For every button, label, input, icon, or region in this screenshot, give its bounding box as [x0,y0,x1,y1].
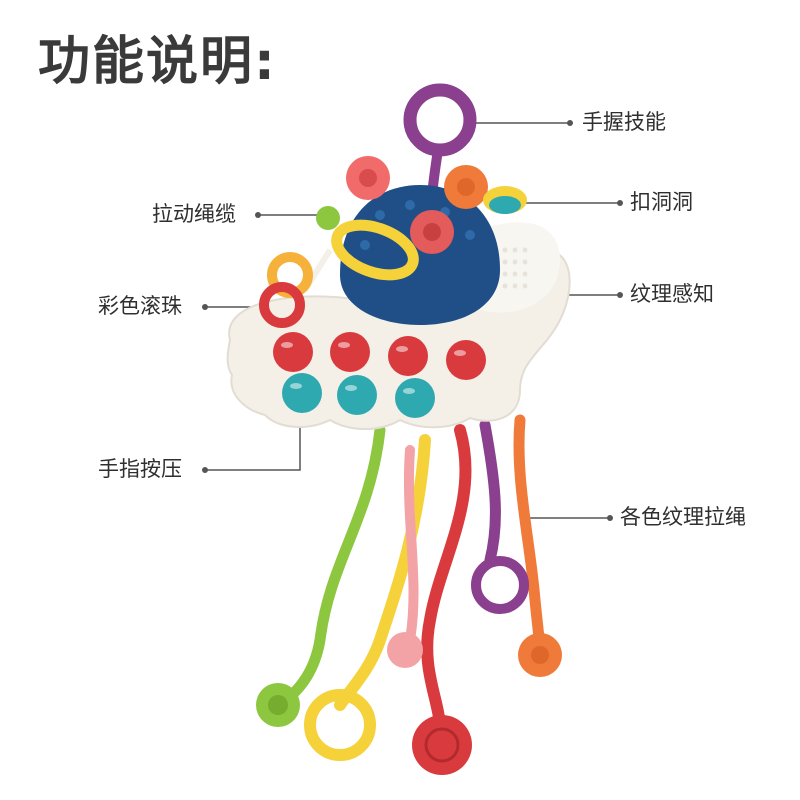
red-disc-end [412,715,472,775]
red-string [421,424,472,736]
feature-grip: 手握技能 [582,110,666,134]
pink-string [403,445,419,645]
pop-red-2 [330,332,370,372]
feature-pull-rope: 拉动绳缆 [152,202,236,226]
top-accessories [316,156,527,281]
green-string [279,424,386,706]
page-title: 功能说明: [38,32,277,92]
pop-buttons [273,332,486,418]
pop-teal-2 [337,375,377,415]
yellow-ring-top [331,219,419,281]
string-ends [256,556,562,775]
feature-beads: 彩色滚珠 [98,294,182,318]
purple-string [479,419,501,566]
feature-finger-press: 手指按压 [98,457,182,481]
pop-teal-1 [282,373,322,413]
rolling-beads [259,248,333,328]
feature-buckle-holes: 扣洞洞 [630,190,693,214]
purple-ring-end [471,556,529,614]
pop-red-4 [446,340,486,380]
yellow-ring-end [304,689,376,761]
green-bead [316,206,340,230]
pop-teal-3 [395,378,435,418]
feature-strings: 各色纹理拉绳 [620,505,746,529]
pull-strings [279,414,546,736]
pop-red-1 [273,332,313,372]
feature-texture: 纹理感知 [630,282,714,306]
pink-disc-end [387,632,423,668]
red-bead [259,282,305,328]
yellow-string [334,434,431,711]
pop-red-3 [388,336,428,376]
orange-string [513,414,546,656]
